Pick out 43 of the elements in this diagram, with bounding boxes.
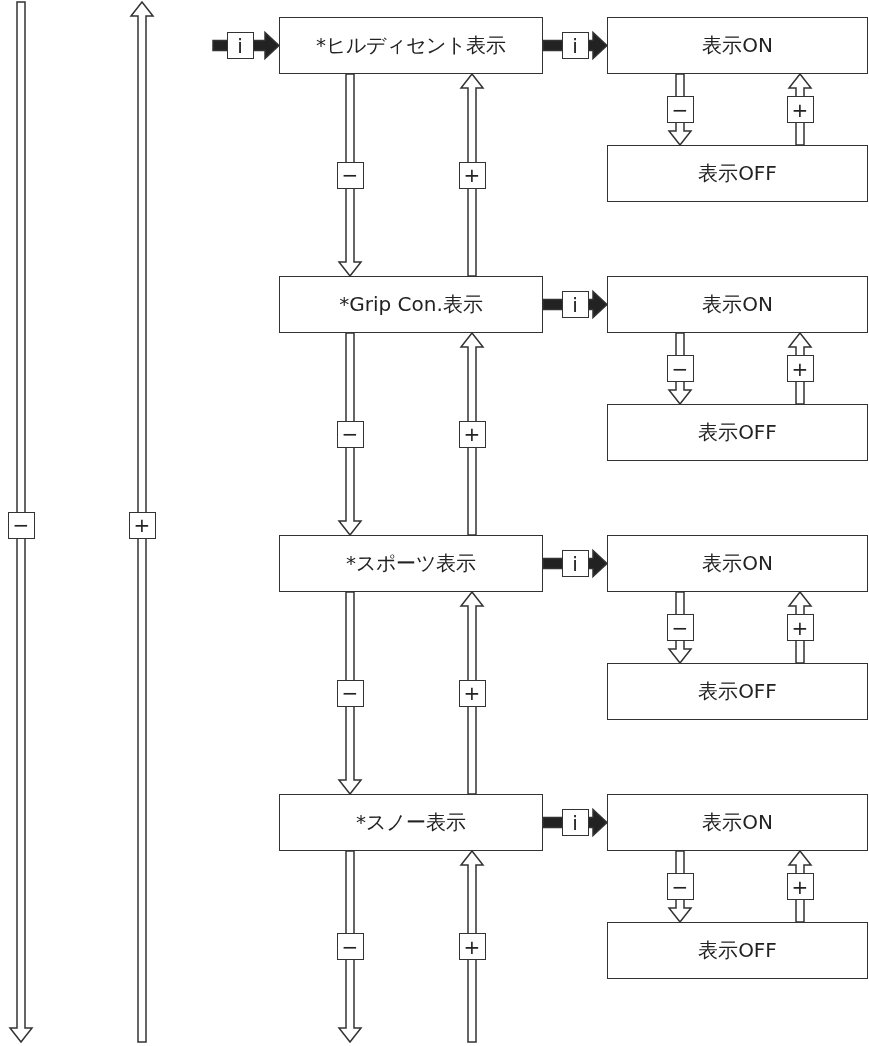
menu-box: *Grip Con.表示 <box>279 276 543 333</box>
hollow-arrow <box>459 331 485 536</box>
key-label: + <box>786 355 814 382</box>
key-label: − <box>666 355 694 382</box>
hollow-arrow <box>337 73 363 278</box>
key-label: i <box>561 809 589 836</box>
key-label: − <box>7 511 35 539</box>
key-label: − <box>336 933 364 960</box>
key-label: + <box>786 96 814 123</box>
hollow-arrow <box>337 332 363 537</box>
key-label: + <box>458 420 486 448</box>
option-box: 表示ON <box>607 276 868 333</box>
key-label: + <box>786 873 814 900</box>
key-label: − <box>336 420 364 448</box>
key-label: + <box>458 679 486 707</box>
key-label: − <box>336 161 364 189</box>
key-label: + <box>128 511 156 539</box>
key-label: i <box>561 32 589 59</box>
option-box: 表示ON <box>607 794 868 851</box>
key-label: − <box>666 614 694 641</box>
key-label: i <box>561 291 589 318</box>
key-label: − <box>336 679 364 707</box>
key-label: + <box>458 161 486 189</box>
key-label: + <box>458 933 486 960</box>
hollow-arrow <box>337 591 363 796</box>
hollow-arrow <box>337 850 363 1044</box>
option-box: 表示OFF <box>607 145 868 202</box>
option-box: 表示OFF <box>607 404 868 461</box>
option-box: 表示ON <box>607 17 868 74</box>
option-box: 表示OFF <box>607 663 868 720</box>
hollow-arrow <box>459 849 485 1043</box>
key-label: + <box>786 614 814 641</box>
hollow-arrow <box>459 590 485 795</box>
hollow-arrow <box>459 72 485 277</box>
key-label: − <box>666 873 694 900</box>
key-label: − <box>666 96 694 123</box>
option-box: 表示ON <box>607 535 868 592</box>
key-label: i <box>561 550 589 577</box>
menu-box: *スポーツ表示 <box>279 535 543 592</box>
menu-box: *ヒルディセント表示 <box>279 17 543 74</box>
menu-box: *スノー表示 <box>279 794 543 851</box>
option-box: 表示OFF <box>607 922 868 979</box>
key-label: i <box>226 32 254 59</box>
